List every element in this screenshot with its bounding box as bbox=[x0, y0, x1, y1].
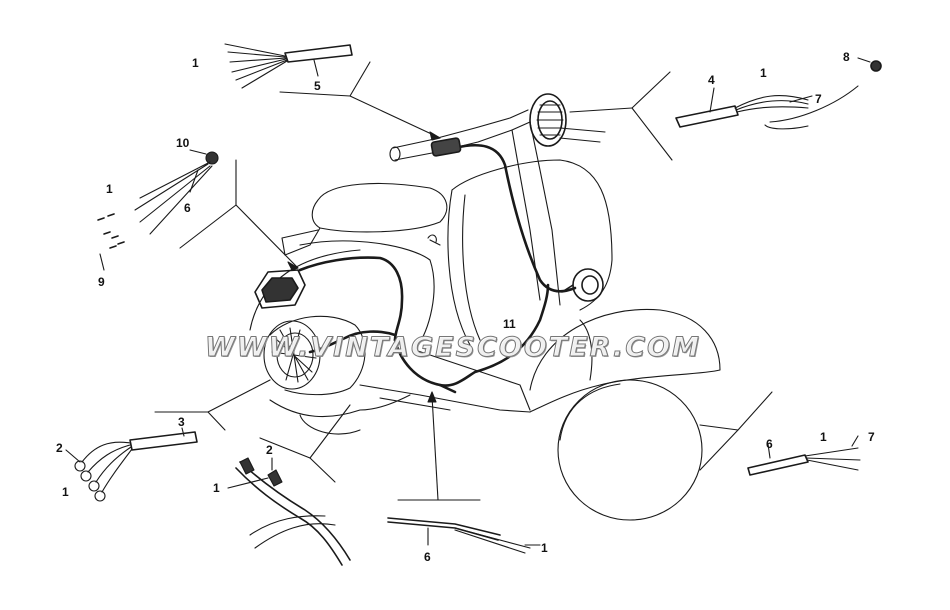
horn bbox=[561, 268, 604, 302]
callout-label: 1 bbox=[820, 430, 827, 444]
leader-lines bbox=[154, 61, 773, 501]
callout-label: 10 bbox=[176, 136, 190, 150]
detail-bundle-2-1 bbox=[227, 457, 351, 566]
detail-cable-6-1-7 bbox=[747, 435, 861, 476]
tail-lamp bbox=[254, 269, 306, 309]
callout-label: 1 bbox=[760, 66, 767, 80]
detail-ring-terminals-3-2 bbox=[65, 427, 198, 502]
callout-label: 5 bbox=[314, 79, 321, 93]
callout-label: 1 bbox=[192, 56, 199, 70]
callout-label: 2 bbox=[56, 441, 63, 455]
callout-numbers: 1 5 4 1 7 8 10 1 6 9 11 3 2 1 2 1 6 1 6 … bbox=[56, 50, 875, 564]
callout-label: 1 bbox=[106, 182, 113, 196]
callout-label: 3 bbox=[178, 415, 185, 429]
callout-label: 2 bbox=[266, 443, 273, 457]
watermark-text: WWW.VINTAGESCOOTER.COM bbox=[205, 332, 701, 364]
callout-label: 1 bbox=[541, 541, 548, 555]
callout-label: 9 bbox=[98, 275, 105, 289]
callout-label: 1 bbox=[62, 485, 69, 499]
detail-cable-4-7 bbox=[675, 85, 859, 130]
detail-cable-6-1 bbox=[387, 517, 541, 554]
main-wiring-harness bbox=[298, 143, 577, 394]
detail-wires-10-6-9 bbox=[97, 149, 219, 271]
scooter-body bbox=[249, 109, 721, 521]
callout-label: 7 bbox=[815, 92, 822, 106]
handlebar-switch bbox=[430, 137, 462, 157]
callout-label: 6 bbox=[766, 437, 773, 451]
callout-label: 8 bbox=[843, 50, 850, 64]
callout-label: 4 bbox=[708, 73, 715, 87]
callout-label: 7 bbox=[868, 430, 875, 444]
callout-label: 6 bbox=[424, 550, 431, 564]
headlamp bbox=[529, 93, 567, 147]
callout-label: 1 bbox=[213, 481, 220, 495]
callout-label: 6 bbox=[184, 201, 191, 215]
detail-cable-5 bbox=[224, 43, 353, 89]
callout-label: 11 bbox=[503, 317, 516, 331]
flywheel-magneto bbox=[263, 315, 366, 396]
connector-8 bbox=[857, 57, 882, 72]
